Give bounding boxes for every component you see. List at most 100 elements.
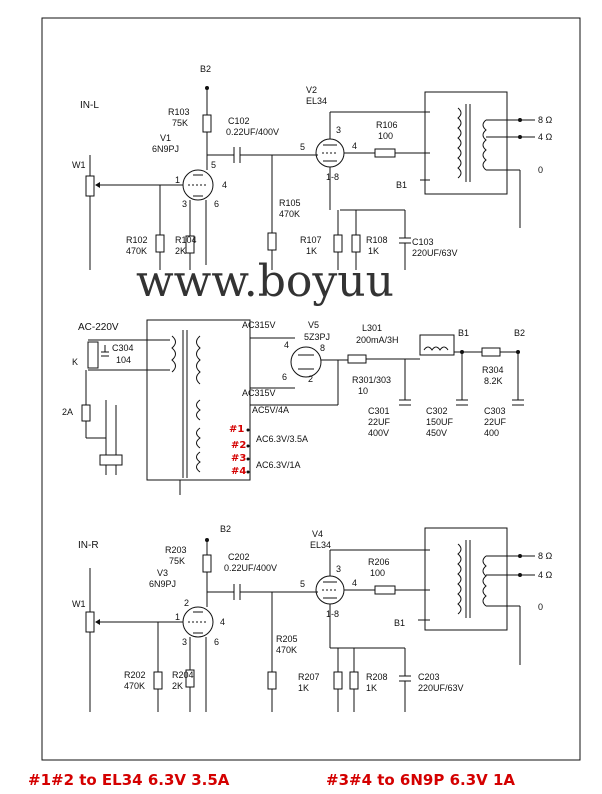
left-channel-amp: IN-L B2 R103 75K V1 6N9PJ C102 0.22UF/40… (72, 64, 553, 270)
svg-text:R304: R304 (482, 365, 504, 375)
svg-text:2K: 2K (175, 246, 186, 256)
resistor-r202 (153, 671, 163, 690)
output-transformer-left (424, 91, 508, 195)
resistor-r103 (202, 114, 212, 133)
svg-text:8: 8 (320, 343, 325, 353)
svg-text:4 Ω: 4 Ω (538, 570, 553, 580)
svg-text:1K: 1K (368, 246, 379, 256)
resistor-r107 (333, 234, 343, 253)
svg-text:0.22UF/400V: 0.22UF/400V (224, 563, 277, 573)
svg-text:R204: R204 (172, 670, 194, 680)
svg-text:EL34: EL34 (306, 96, 327, 106)
svg-text:C303: C303 (484, 406, 506, 416)
svg-text:1K: 1K (306, 246, 317, 256)
svg-text:5: 5 (211, 160, 216, 170)
marker-1: #1 (229, 424, 244, 435)
svg-text:EL34: EL34 (310, 540, 331, 550)
svg-text:B1: B1 (394, 618, 405, 628)
footer-note-left: #1#2 to EL34 6.3V 3.5A (28, 771, 230, 789)
resistor-r203 (202, 554, 212, 573)
potentiometer-w1-r (85, 611, 95, 633)
svg-text:8 Ω: 8 Ω (538, 115, 553, 125)
svg-text:8.2K: 8.2K (484, 376, 503, 386)
svg-text:100: 100 (370, 568, 385, 578)
svg-text:R206: R206 (368, 557, 390, 567)
label-in-l: IN-L (80, 100, 99, 111)
svg-text:AC315V: AC315V (242, 388, 276, 398)
svg-text:B1: B1 (458, 328, 469, 338)
svg-text:V4: V4 (312, 529, 323, 539)
svg-text:R102: R102 (126, 235, 148, 245)
svg-text:R104: R104 (175, 235, 197, 245)
svg-text:1-8: 1-8 (326, 172, 339, 182)
svg-text:R205: R205 (276, 634, 298, 644)
label-b2-top: B2 (200, 64, 211, 74)
svg-text:150UF: 150UF (426, 417, 454, 427)
svg-text:100: 100 (378, 131, 393, 141)
svg-text:3: 3 (336, 564, 341, 574)
footer-note-right: #3#4 to 6N9P 6.3V 1A (326, 771, 515, 789)
marker-2: #2 (231, 440, 246, 451)
svg-text:C203: C203 (418, 672, 440, 682)
svg-text:0: 0 (538, 165, 543, 175)
svg-text:1: 1 (175, 175, 180, 185)
svg-text:4: 4 (284, 340, 289, 350)
right-channel-amp: IN-R B2 R203 75K V3 6N9PJ C202 0.22UF/40… (72, 524, 553, 712)
svg-text:C304: C304 (112, 343, 134, 353)
svg-text:1-8: 1-8 (326, 609, 339, 619)
watermark: www.boyuu (136, 256, 394, 307)
svg-text:10: 10 (358, 386, 368, 396)
resistor-r304 (481, 347, 501, 357)
svg-text:R103: R103 (168, 107, 190, 117)
marker-3: #3 (231, 453, 246, 464)
svg-text:R301/303: R301/303 (352, 375, 391, 385)
fuse-2a (81, 404, 91, 422)
svg-text:2: 2 (308, 374, 313, 384)
potentiometer-w1 (85, 175, 95, 197)
power-transformer (146, 319, 251, 481)
svg-text:4: 4 (222, 180, 227, 190)
resistor-r102 (155, 234, 165, 253)
svg-text:V3: V3 (157, 568, 168, 578)
svg-text:8 Ω: 8 Ω (538, 551, 553, 561)
svg-text:6N9PJ: 6N9PJ (149, 579, 176, 589)
svg-text:2A: 2A (62, 407, 73, 417)
resistor-r207 (333, 671, 343, 690)
svg-text:470K: 470K (276, 645, 297, 655)
svg-text:R105: R105 (279, 198, 301, 208)
svg-text:220UF/63V: 220UF/63V (418, 683, 464, 693)
svg-text:2K: 2K (172, 681, 183, 691)
resistor-r105 (267, 232, 277, 251)
svg-text:R107: R107 (300, 235, 322, 245)
svg-text:75K: 75K (169, 556, 185, 566)
power-plug (99, 454, 123, 466)
resistor-r208 (349, 671, 359, 690)
output-transformer-right (424, 527, 508, 631)
svg-text:1K: 1K (366, 683, 377, 693)
resistor-r301 (347, 354, 367, 364)
svg-text:0: 0 (538, 602, 543, 612)
svg-text:C102: C102 (228, 116, 250, 126)
svg-text:470K: 470K (279, 209, 300, 219)
svg-text:R202: R202 (124, 670, 146, 680)
page-border (41, 17, 581, 761)
resistor-r108 (351, 234, 361, 253)
svg-text:450V: 450V (426, 428, 447, 438)
svg-text:75K: 75K (172, 118, 188, 128)
svg-text:6: 6 (214, 199, 219, 209)
svg-text:220UF/63V: 220UF/63V (412, 248, 458, 258)
resistor-r106 (374, 148, 396, 158)
svg-text:C103: C103 (412, 237, 434, 247)
svg-text:4: 4 (352, 578, 357, 588)
svg-text:AC315V: AC315V (242, 320, 276, 330)
svg-text:AC6.3V/3.5A: AC6.3V/3.5A (256, 434, 308, 444)
svg-text:B2: B2 (220, 524, 231, 534)
svg-text:AC-220V: AC-220V (78, 322, 119, 333)
svg-text:6N9PJ: 6N9PJ (152, 144, 179, 154)
svg-text:V2: V2 (306, 85, 317, 95)
svg-text:W1: W1 (72, 160, 86, 170)
svg-text:22UF: 22UF (368, 417, 391, 427)
svg-text:5: 5 (300, 579, 305, 589)
